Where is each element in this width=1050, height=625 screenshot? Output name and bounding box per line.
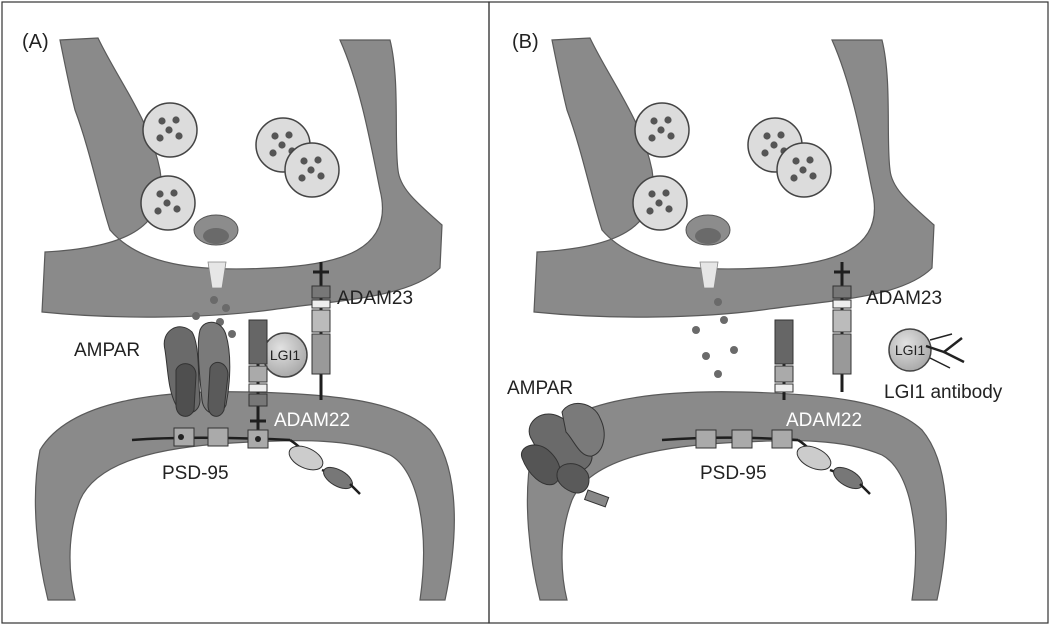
adam22-label: ADAM22 [786, 410, 862, 431]
synaptic-vesicle [143, 103, 197, 157]
adam22-protein [775, 320, 793, 400]
synaptic-vesicle [635, 103, 689, 157]
psd95-label: PSD-95 [162, 463, 229, 484]
presynaptic-membrane [42, 38, 442, 317]
presynaptic-membrane [534, 38, 934, 317]
psd95-label: PSD-95 [700, 463, 767, 484]
panel-b-label: (B) [512, 31, 539, 53]
synaptic-vesicle [141, 176, 195, 230]
adam22-label: ADAM22 [274, 410, 350, 431]
adam23-label: ADAM23 [337, 288, 413, 309]
panel-a: (A) ADAM23 LGI1 [22, 31, 454, 600]
synaptic-vesicle [777, 143, 831, 197]
lgi1-label: LGI1 [895, 342, 926, 358]
lgi1-label: LGI1 [270, 347, 301, 363]
lgi1-antibody-label: LGI1 antibody [884, 382, 1003, 403]
ampar-label: AMPAR [507, 378, 573, 399]
adam23-label: ADAM23 [866, 288, 942, 309]
synaptic-vesicle [285, 143, 339, 197]
synaptic-vesicle [633, 176, 687, 230]
postsynaptic-membrane [35, 392, 454, 600]
panel-a-label: (A) [22, 31, 49, 53]
ampar-label: AMPAR [74, 340, 140, 361]
panel-b: (B) ADAM23 [507, 31, 1003, 600]
